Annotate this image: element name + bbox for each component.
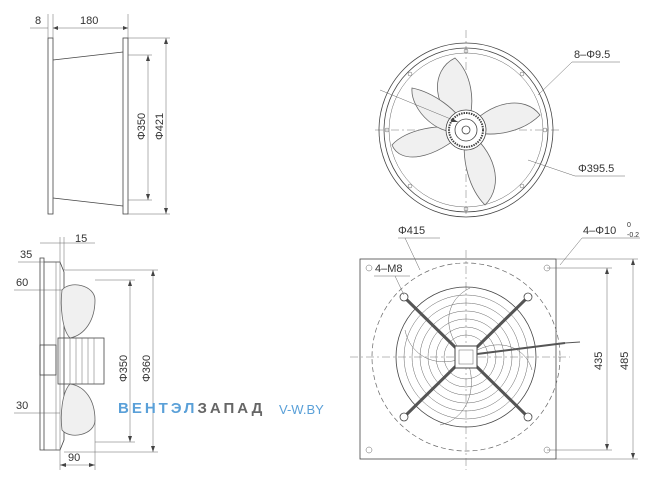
side-view-bottom: 15 35 60 30 90 Φ350 Φ360 xyxy=(14,233,158,470)
front-view-bottom: Φ415 4–M8 4–Φ10 0 -0.2 435 485 xyxy=(350,222,640,470)
dim-outer-dia: Φ421 xyxy=(154,113,166,140)
dim-35: 35 xyxy=(20,249,32,261)
watermark-site: V-W.BY xyxy=(279,402,324,417)
side-view-top: 8 180 Φ350 Φ421 xyxy=(30,14,170,215)
label-studs: 4–M8 xyxy=(375,263,403,275)
front-view-top: 8–Φ9.5 Φ395.5 xyxy=(375,30,625,218)
tol-lower: -0.2 xyxy=(627,232,639,239)
watermark-site-a: V- xyxy=(279,402,292,417)
label-holes-top: 8–Φ9.5 xyxy=(574,49,610,61)
watermark-site-b: W.BY xyxy=(291,402,324,417)
watermark-brand: ВЕНТЭЛЗАПАД xyxy=(118,400,265,417)
dim-outer-dia-bottom: Φ360 xyxy=(141,355,153,382)
watermark-brand-b: ЗАПАД xyxy=(197,400,266,417)
label-holes-bottom: 4–Φ10 xyxy=(583,225,616,237)
watermark-brand-a: ВЕНТЭЛ xyxy=(118,400,198,417)
dim-offset: 8 xyxy=(35,15,41,27)
dim-inner-dia: Φ350 xyxy=(136,113,148,140)
label-circle-415: Φ415 xyxy=(398,225,425,237)
dim-inner-dia-bottom: Φ350 xyxy=(118,355,130,382)
dim-30: 30 xyxy=(16,400,28,412)
dim-depth: 180 xyxy=(80,15,98,27)
dim-90: 90 xyxy=(68,452,80,464)
dim-15: 15 xyxy=(75,233,87,245)
label-bolt-circle: Φ395.5 xyxy=(578,163,614,175)
dim-485: 485 xyxy=(619,352,631,370)
dim-435: 435 xyxy=(593,352,605,370)
dim-60: 60 xyxy=(16,277,28,289)
tol-upper: 0 xyxy=(627,222,631,229)
